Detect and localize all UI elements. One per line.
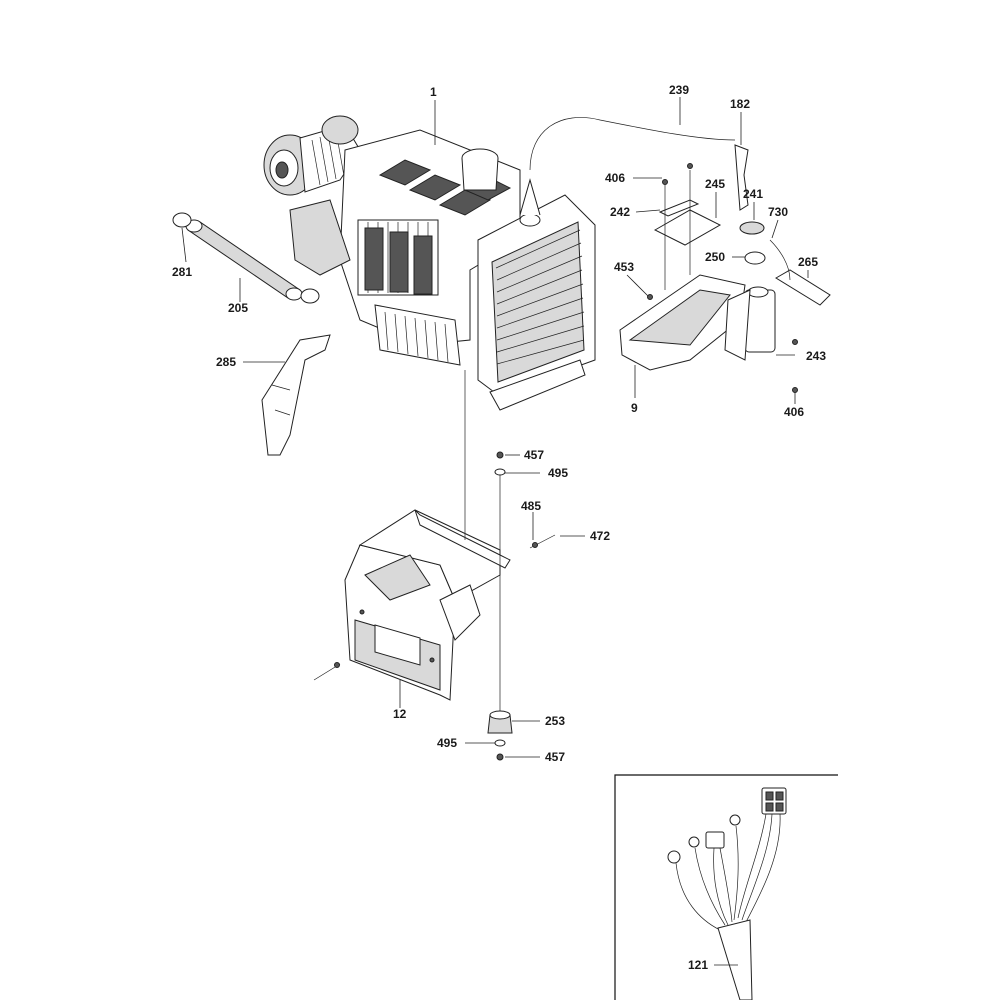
radiator <box>477 178 596 411</box>
callout-182: 182 <box>730 97 750 111</box>
callout-265: 265 <box>798 255 818 269</box>
callout-labels: 1 239 182 406 245 241 242 730 250 265 45… <box>172 83 826 764</box>
callout-457-top: 457 <box>524 448 544 462</box>
callout-1: 1 <box>430 85 437 99</box>
callout-12: 12 <box>393 707 407 721</box>
callout-495-top: 495 <box>548 466 568 480</box>
engine-assembly <box>263 115 521 366</box>
callout-243: 243 <box>806 349 826 363</box>
mounting-bracket-12 <box>313 509 556 701</box>
bracket-285 <box>261 334 331 456</box>
callout-241: 241 <box>743 187 763 201</box>
callout-250: 250 <box>705 250 725 264</box>
callout-472: 472 <box>590 529 610 543</box>
callout-406-bottom: 406 <box>784 405 804 419</box>
callout-285: 285 <box>216 355 236 369</box>
callout-730: 730 <box>768 205 788 219</box>
callout-245: 245 <box>705 177 725 191</box>
upper-pipe-205 <box>185 219 303 301</box>
callout-453: 453 <box>614 260 634 274</box>
callout-205: 205 <box>228 301 248 315</box>
callout-457-bottom: 457 <box>545 750 565 764</box>
callout-239: 239 <box>669 83 689 97</box>
callout-121: 121 <box>688 958 708 972</box>
callout-281: 281 <box>172 265 192 279</box>
callout-242: 242 <box>610 205 630 219</box>
overflow-tank-assembly <box>529 117 831 393</box>
wiring-harness-inset: 121 <box>614 774 838 1000</box>
callout-485: 485 <box>521 499 541 513</box>
clamp-281 <box>172 212 320 304</box>
callout-9: 9 <box>631 401 638 415</box>
callout-253: 253 <box>545 714 565 728</box>
callout-495-bottom: 495 <box>437 736 457 750</box>
callout-406-top: 406 <box>605 171 625 185</box>
leader-lines <box>181 97 809 758</box>
mount-stud <box>464 370 513 761</box>
